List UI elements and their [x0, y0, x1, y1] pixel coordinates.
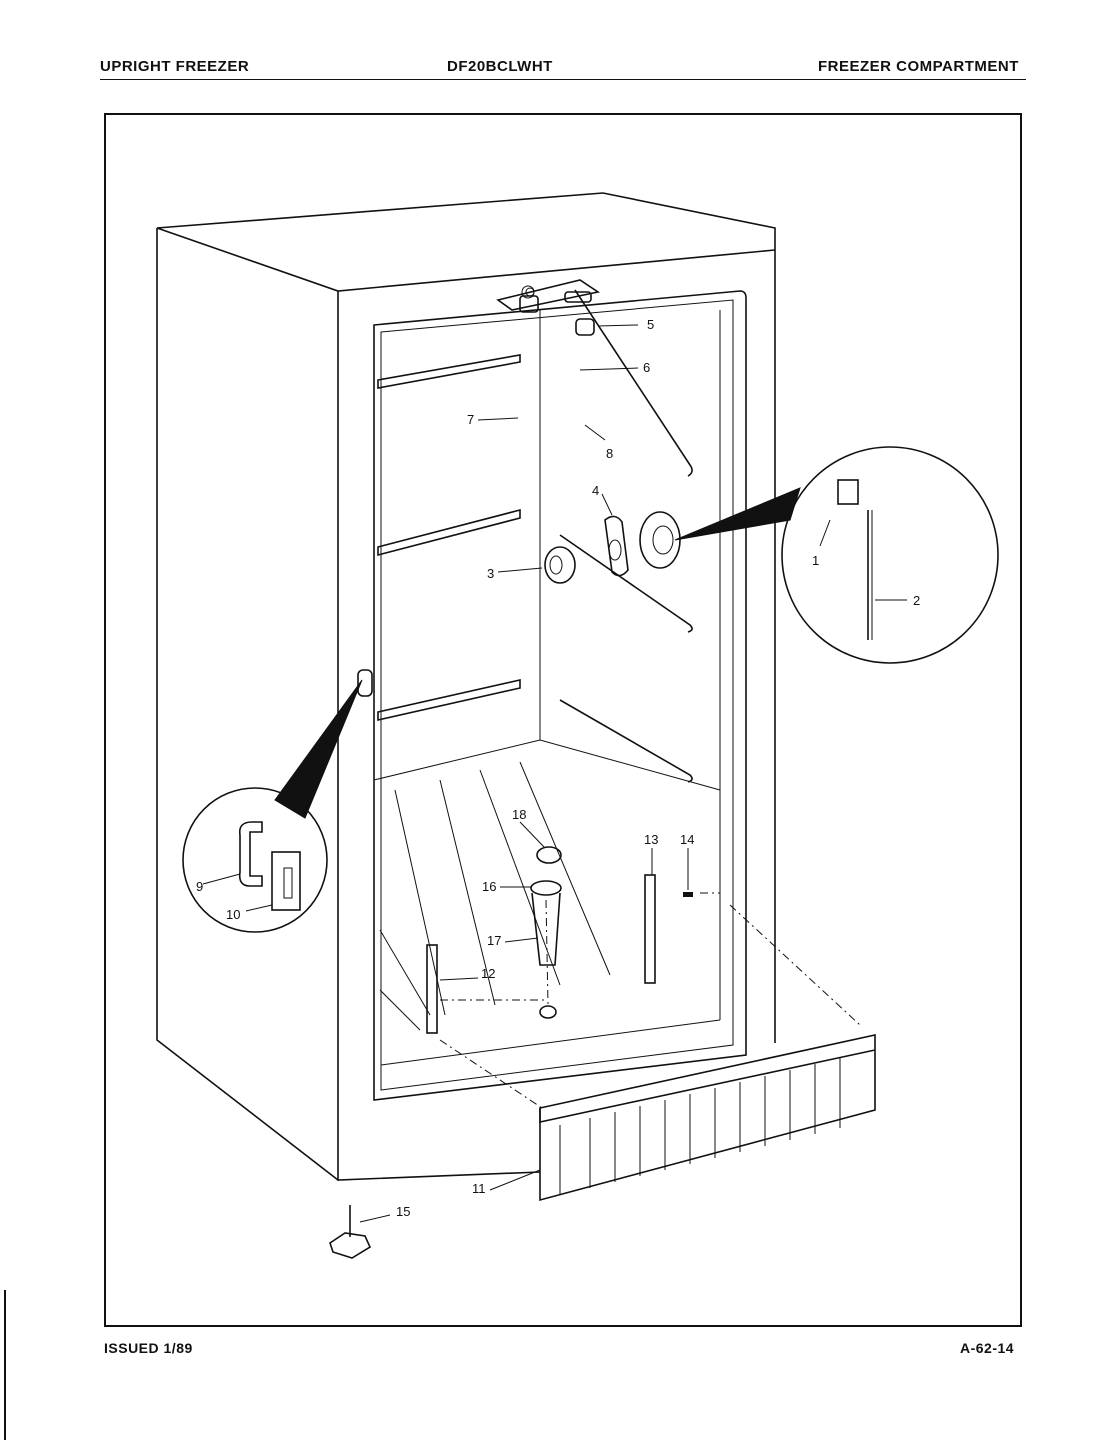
thermostat-disk [639, 511, 681, 569]
part-16-drain-top [530, 880, 562, 896]
cabinet-shell [156, 192, 776, 1181]
leader-lines [202, 324, 907, 1223]
header-title-right: FREEZER COMPARTMENT [818, 58, 1019, 75]
floor-wires [379, 761, 611, 1031]
part-17-drain-tube [531, 892, 561, 966]
part-5-cap [575, 318, 595, 336]
assembly-lines [439, 892, 861, 1111]
callout-labels: 1 2 3 4 5 6 7 8 9 10 11 12 13 14 15 16 1… [196, 317, 920, 1219]
callout-6: 6 [643, 360, 650, 375]
part-3-knob [544, 546, 576, 584]
callout-4: 4 [592, 483, 599, 498]
callout-5: 5 [647, 317, 654, 332]
part-11-grille [539, 1034, 876, 1202]
callout-13: 13 [644, 832, 658, 847]
callout-11: 11 [472, 1181, 486, 1196]
part-13-support [644, 874, 656, 984]
part-8-socket [564, 291, 592, 303]
header-rule [100, 79, 1026, 80]
part-12-support [426, 944, 438, 1034]
detail-circle-left [182, 669, 373, 933]
callout-18: 18 [512, 807, 526, 822]
header-title-left: UPRIGHT FREEZER [100, 58, 250, 75]
footer-page-code: A-62-14 [960, 1340, 1015, 1356]
shelf-rails-right [559, 289, 693, 783]
shelf-rails-left [377, 354, 521, 722]
callout-9: 9 [196, 879, 203, 894]
header-model-number: DF20BCLWHT [447, 58, 553, 75]
detail-circle-right [674, 446, 999, 664]
margin-mark [4, 1290, 6, 1440]
part-14-screw [683, 892, 693, 897]
callout-15: 15 [396, 1204, 410, 1219]
callout-3: 3 [487, 566, 494, 581]
footer-issued-date: ISSUED 1/89 [104, 1340, 193, 1356]
part-7-knob [519, 285, 539, 313]
callout-16: 16 [482, 879, 496, 894]
liner-opening [373, 290, 747, 1101]
callout-1: 1 [812, 553, 819, 568]
callout-12: 12 [481, 966, 495, 981]
diagram-frame [104, 113, 1022, 1327]
callout-2: 2 [913, 593, 920, 608]
part-4-plate [604, 515, 629, 577]
callout-10: 10 [226, 907, 240, 922]
callout-8: 8 [606, 446, 613, 461]
callout-17: 17 [487, 933, 501, 948]
callout-14: 14 [680, 832, 694, 847]
callout-7: 7 [467, 412, 474, 427]
part-15-leg [329, 1205, 372, 1259]
part-18-cap [536, 846, 562, 864]
